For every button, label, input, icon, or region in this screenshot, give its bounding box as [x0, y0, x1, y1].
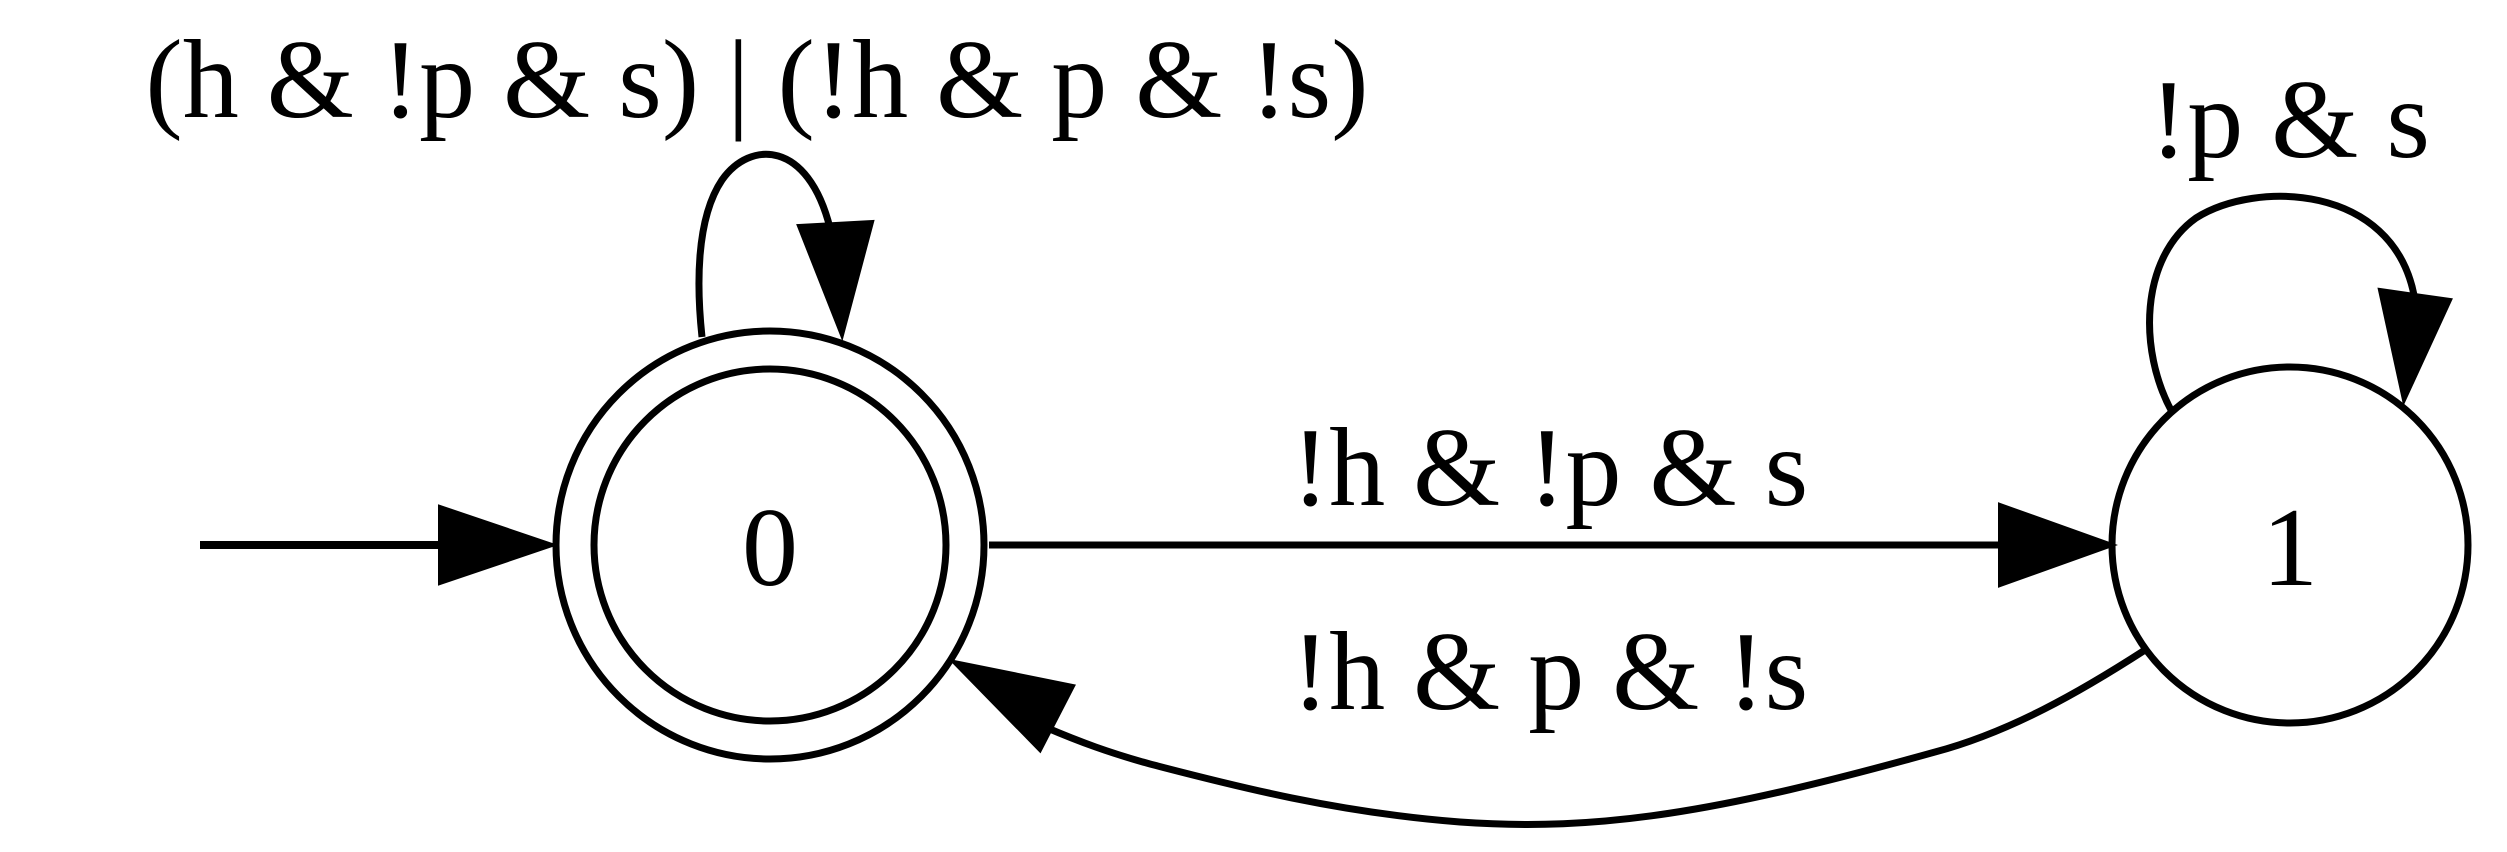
transition-1-0[interactable]: !h & p & !s: [948, 610, 2147, 828]
transition-1-0-label: !h & p & !s: [1292, 610, 1808, 734]
transition-1-0-arrowhead: [948, 658, 1076, 754]
state-0-label: 0: [742, 486, 798, 610]
transition-0-1-label: !h & !p & s: [1292, 406, 1808, 530]
transition-0-0[interactable]: (h & !p & s) | (!h & p & !s): [145, 18, 1369, 342]
state-1[interactable]: 1: [2108, 363, 2472, 727]
transition-1-0-edge: [1043, 647, 2147, 828]
transition-1-1-arrowhead: [2377, 287, 2453, 407]
transition-1-1-edge: [2146, 192, 2418, 414]
transition-1-1[interactable]: !p & s: [2146, 58, 2453, 414]
initial-arrow-head: [438, 504, 559, 586]
transition-0-0-edge: [695, 150, 834, 338]
state-0[interactable]: 0: [552, 327, 988, 763]
transition-0-0-label: (h & !p & s) | (!h & p & !s): [145, 18, 1368, 142]
state-0-inner-circle: [590, 365, 950, 725]
transition-0-0-arrowhead: [796, 219, 875, 342]
transition-0-1-arrowhead: [1998, 502, 2118, 588]
state-1-label: 1: [2262, 486, 2318, 610]
transition-0-1[interactable]: !h & !p & s: [989, 406, 2118, 588]
state-0-outer-circle: [552, 327, 988, 763]
transition-1-1-label: !p & s: [2150, 58, 2430, 182]
initial-arrow: [200, 504, 559, 586]
